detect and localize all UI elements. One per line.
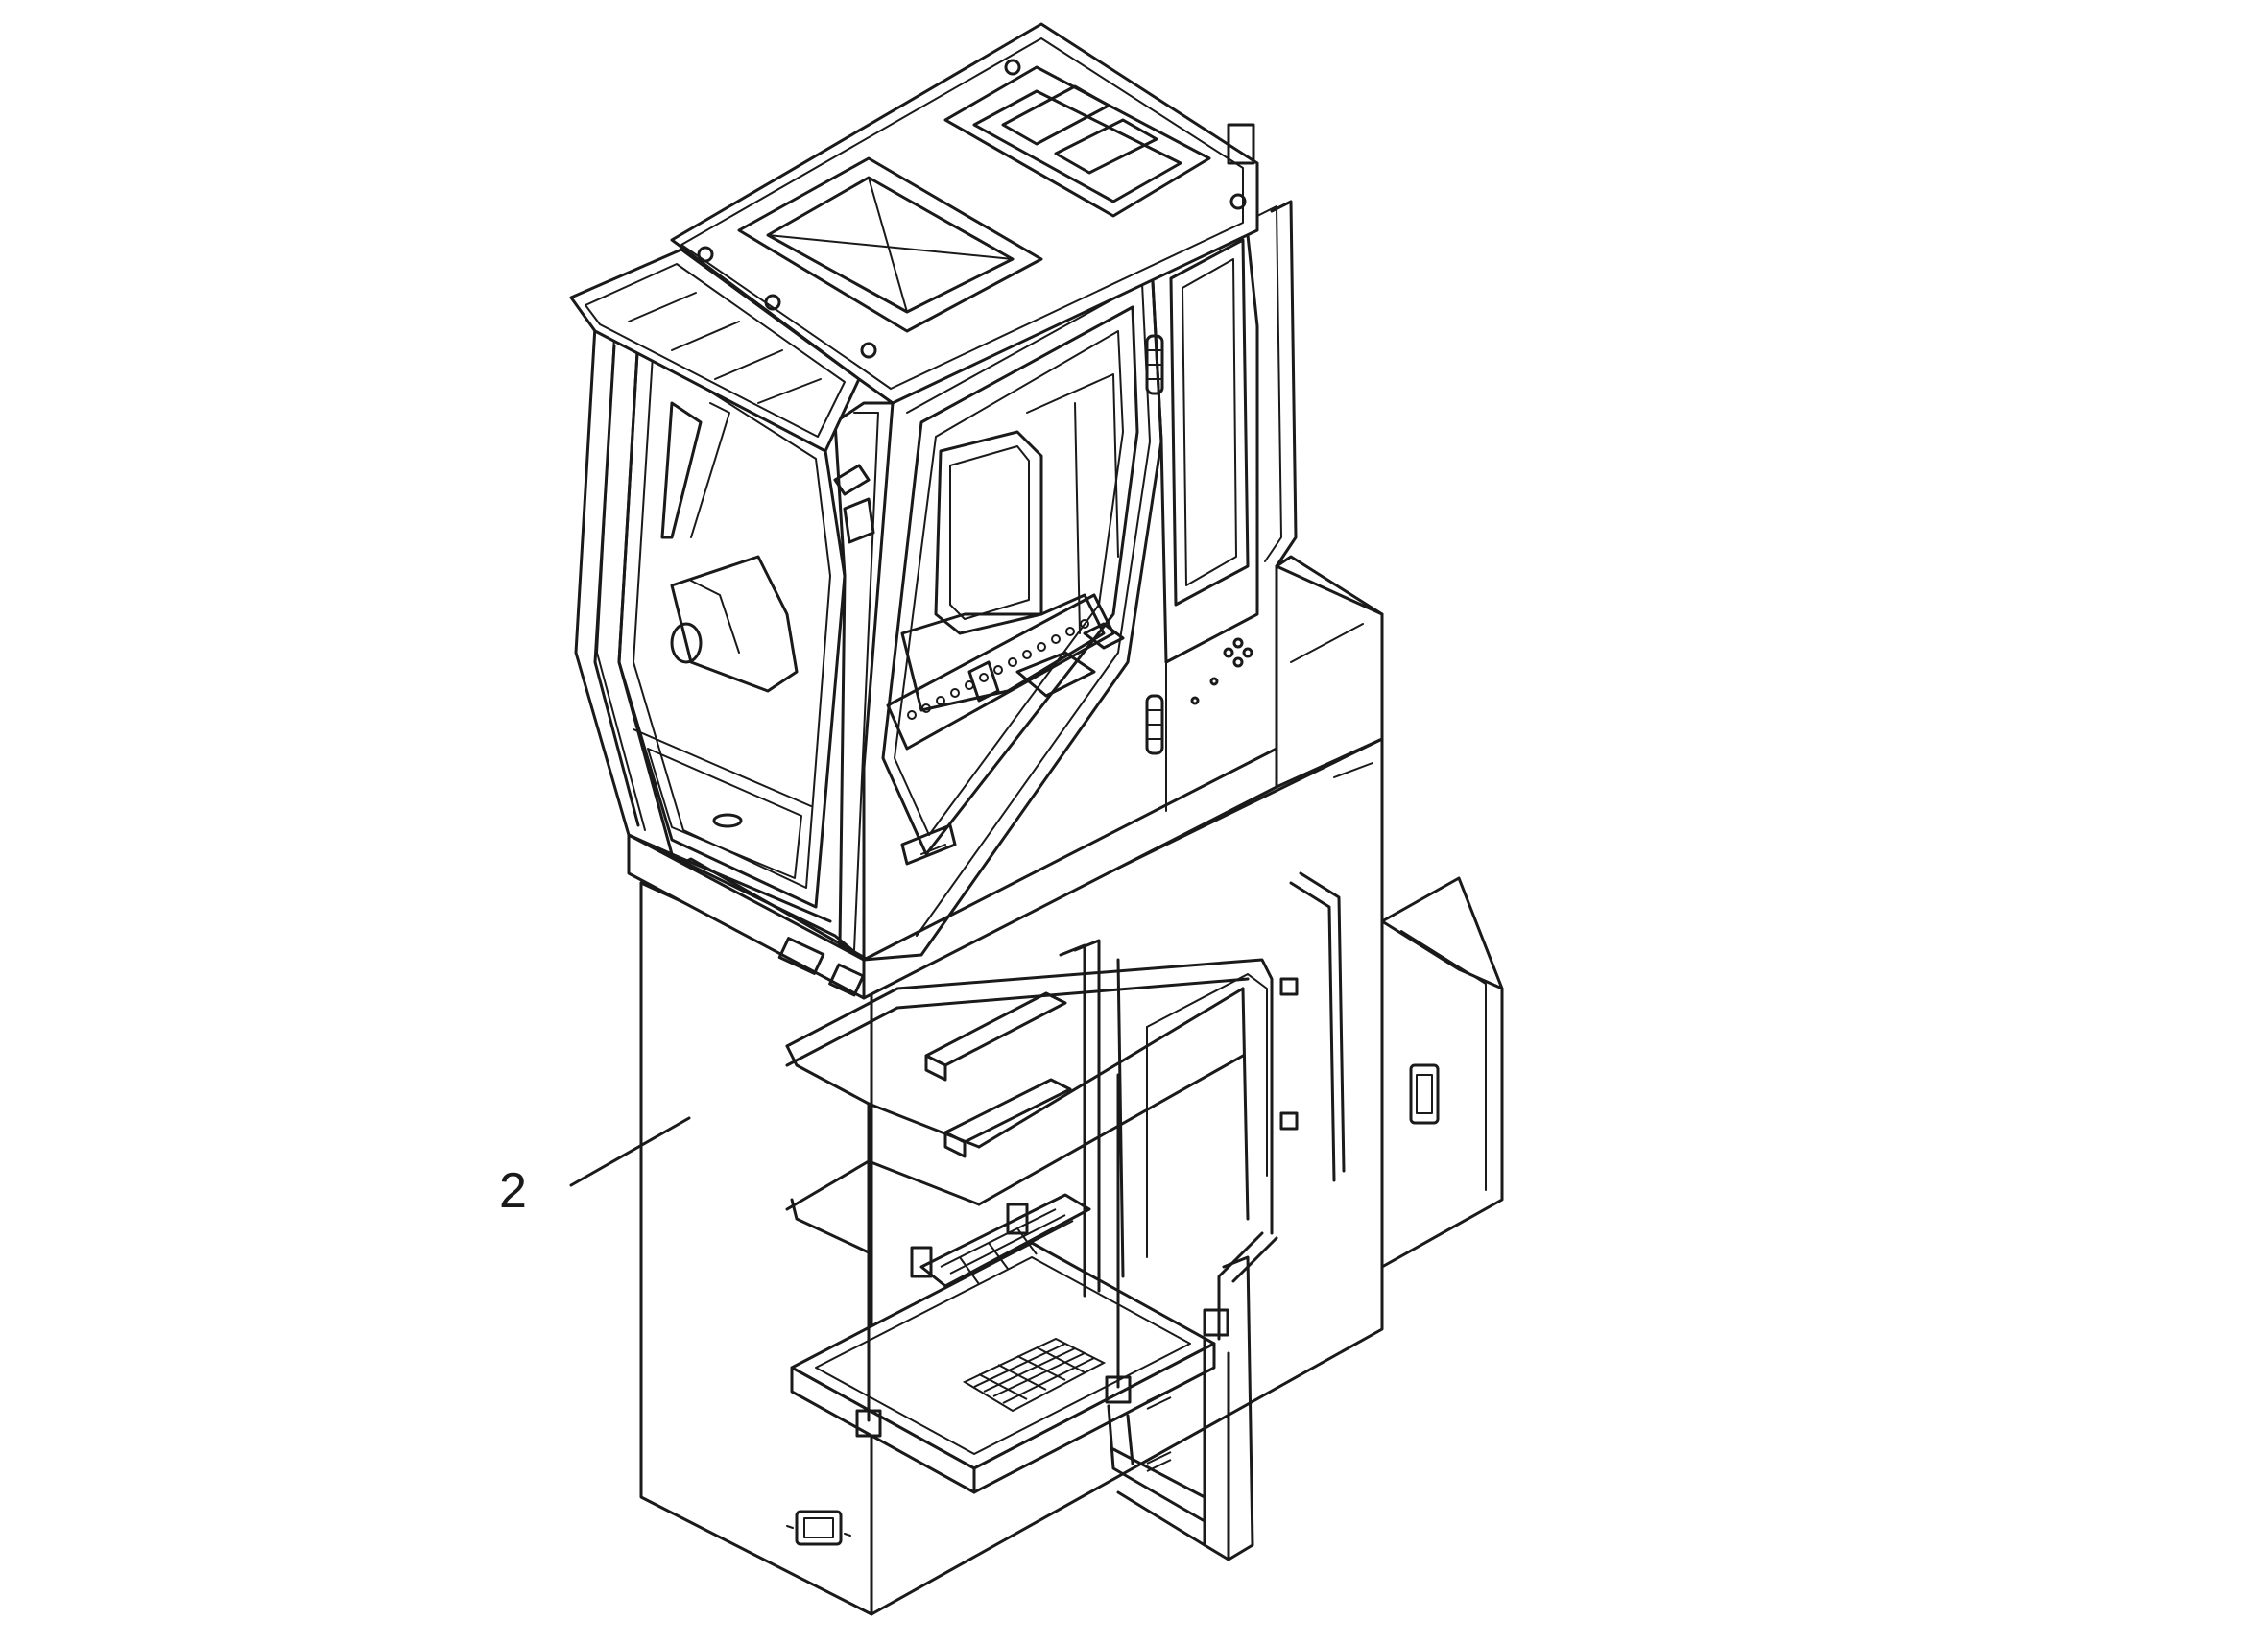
ladder-rung-grating bbox=[1146, 1389, 1172, 1472]
access-platform bbox=[785, 871, 1346, 1561]
platform-grating bbox=[962, 1337, 1107, 1413]
callout-2-label: 2 bbox=[499, 1163, 527, 1219]
callout-2-leader bbox=[569, 1116, 691, 1187]
cab-roof bbox=[569, 22, 1298, 568]
console-dotted-panel bbox=[907, 619, 1089, 720]
